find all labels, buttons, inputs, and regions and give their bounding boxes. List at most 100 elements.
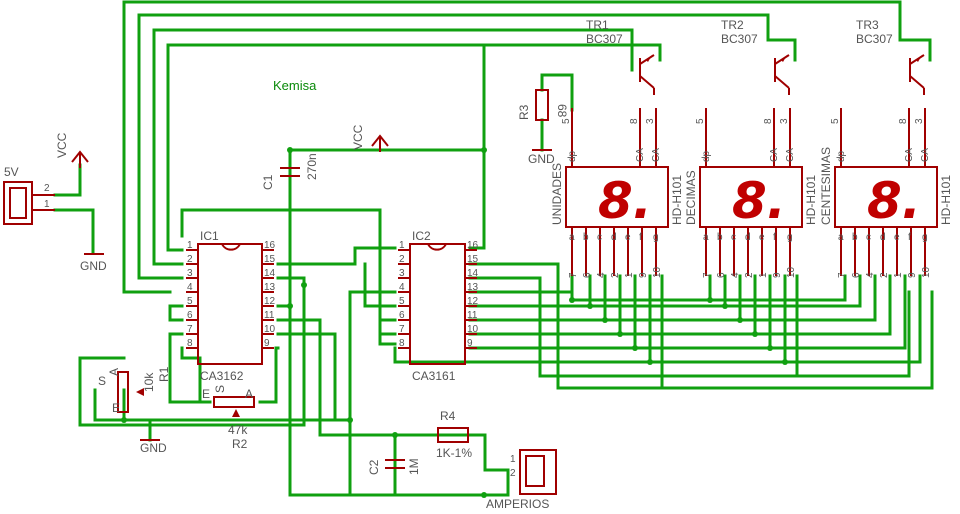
wires [53,0,934,497]
display-bottom-pin: 1 [893,272,904,278]
transistor-part: BC307 [856,32,893,46]
c2-ref: C2 [367,459,381,475]
junction [707,297,713,303]
junction [632,345,638,351]
display-name: DECIMAS [684,170,698,225]
ic-pin-number: 11 [264,310,275,321]
ic1-ref: IC1 [200,229,219,243]
resistor-r4: R4 1K-1% [436,409,472,460]
wire-ic2-8 [393,346,922,364]
display-bottom-pin: 7 [837,272,848,278]
ic-pin-number: 1 [187,240,193,251]
r3-value: 68 [555,104,569,118]
display-bottom-pin: 9 [907,272,918,278]
transistor-ref: TR1 [586,18,609,32]
ic-pin-number: 4 [187,282,193,293]
ic-pin-number: 7 [187,324,193,335]
display-bottom-pin: 10 [921,266,932,278]
display-top-label: CA [769,148,780,162]
junction [602,317,608,323]
display-bottom-pin: 6 [582,272,593,278]
r1-ref: R1 [157,366,171,382]
gnd-symbol-r3: GND [528,149,555,166]
vcc-label: VCC [351,124,365,150]
display-bottom-pin: 9 [638,272,649,278]
ic-pin-number: 3 [187,268,193,279]
connector-pin: 1 [510,454,516,465]
display-bottom-pin: 2 [744,272,755,278]
connector-5v: 5V 2 1 [3,165,55,225]
vcc-symbol-mid: VCC [351,124,389,152]
r1-s: S [98,374,106,388]
wire-top-3 [152,28,634,266]
ic-pin-number: 2 [399,254,405,265]
ic-pin-number: 15 [467,254,479,265]
ic-pin-number: 9 [467,338,473,349]
transistor-ref: TR2 [721,18,744,32]
wire-ic2-16 [468,148,486,250]
wire-ic1-9 [274,346,280,392]
display-seg-label: g [653,232,659,243]
transistor-collector [639,75,655,89]
capacitor-c1: C1 270n [261,153,319,190]
ic-pin-number: 14 [264,268,276,279]
ic-pin-number: 13 [467,282,479,293]
transistor-collector [774,75,790,89]
r3-ref: R3 [517,104,531,120]
c2-value: 1M [407,458,421,475]
display-bottom-pin: 7 [702,272,713,278]
display-top-label: CA [920,148,931,162]
display-digit: 8. [732,172,786,230]
transistor-part: BC307 [586,32,623,46]
display-top-pin: 5 [830,118,841,124]
connector-5v-label: 5V [4,165,19,179]
display-seg-label: g [922,232,928,243]
wire-ic2-15 [468,262,934,390]
connector-inner [525,455,545,487]
transistor-ref: TR3 [856,18,879,32]
display-seg-label: a [838,232,844,243]
r2-value: 47k [228,423,248,437]
display-seg-label: a [703,232,709,243]
wire-top-1 [122,0,932,294]
display-seg-label: f [908,232,911,243]
display-top-pin: 3 [914,118,925,124]
wire-gnd-left [53,208,95,254]
display-bottom-pin: 10 [786,266,797,278]
display-seg-label: f [773,232,776,243]
wire-r3 [540,73,574,112]
display-seg-label: d [880,232,886,243]
junction [752,331,758,337]
wire-ic2-13 [468,290,847,302]
r4-value: 1K-1% [436,446,472,460]
display-seg-label: c [866,232,871,243]
display-seg-label: b [717,232,723,243]
ic2-body [409,243,466,365]
display-top-label: dp [701,150,712,162]
connector-amperios: 1 2 AMPERIOS [486,449,557,511]
ic1-notch [221,243,241,251]
wire-ic1-6 [168,304,184,322]
ic-pin-number: 9 [264,338,270,349]
capacitor-c2: C2 1M [367,458,421,475]
transistor-collector [909,75,925,89]
junction [287,303,293,309]
connector-inner [9,187,27,219]
wire-r1-bottom [122,388,352,497]
junction [782,359,788,365]
wire-r2-right [258,388,278,404]
ic-pin-number: 7 [399,324,405,335]
r2-e: E [202,387,210,401]
r1-value: 10k [142,372,156,392]
ic-pin-number: 11 [467,310,478,321]
ic1-body [197,243,263,365]
ic-pin-number: 5 [399,296,405,307]
display-top-label: dp [836,150,847,162]
ic-pin-number: 14 [467,268,479,279]
